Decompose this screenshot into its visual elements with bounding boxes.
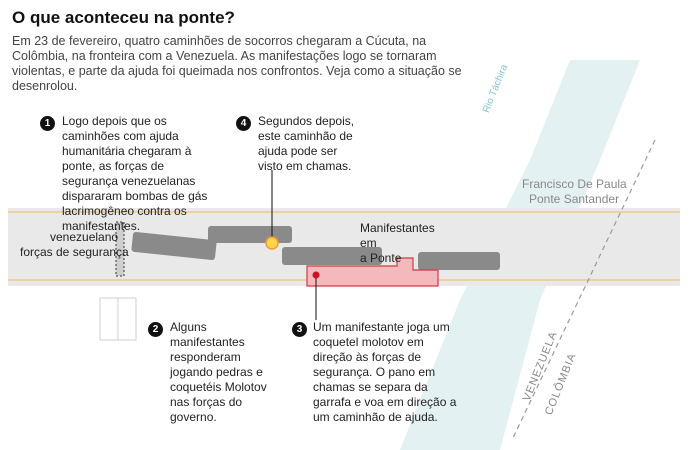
annotation-number-2: 2 [148, 322, 163, 337]
protesters-label-line2: em [360, 236, 377, 250]
molotov-marker [312, 271, 320, 279]
annotation-text-4: Segundos depois, este caminhão de ajuda … [258, 114, 355, 173]
protesters-label-line1: Manifestantes [360, 221, 435, 235]
protesters-label-line3: a Ponte [360, 251, 402, 265]
truck [418, 252, 500, 270]
annotation-text-1: Logo depois que os caminhões com ajuda h… [62, 114, 208, 233]
annotation-text-2: Alguns manifestantes responderam jogando… [170, 320, 267, 424]
bridge-name-line2: Ponte Santander [529, 192, 620, 206]
fire-burst [265, 236, 279, 250]
annotation-text-3: Um manifestante joga um coquetel molotov… [313, 320, 457, 424]
truck [208, 226, 292, 243]
annotation-number-3: 3 [292, 322, 307, 337]
forces-label-line1: venezuelano [50, 230, 119, 244]
annotation-number-4: 4 [236, 116, 251, 131]
truck [131, 231, 217, 261]
forces-label-line2: forças de segurança [20, 245, 129, 259]
annotation-number-1: 1 [40, 116, 55, 131]
bridge-name-line1: Francisco De Paula [522, 177, 627, 191]
page-title: O que aconteceu na ponte? [12, 8, 235, 27]
protest-area [306, 257, 439, 287]
intro-text: Em 23 de fevereiro, quatro caminhões de … [12, 34, 462, 93]
border-line [511, 139, 656, 441]
truck [282, 247, 382, 265]
security-barrier [115, 221, 125, 277]
